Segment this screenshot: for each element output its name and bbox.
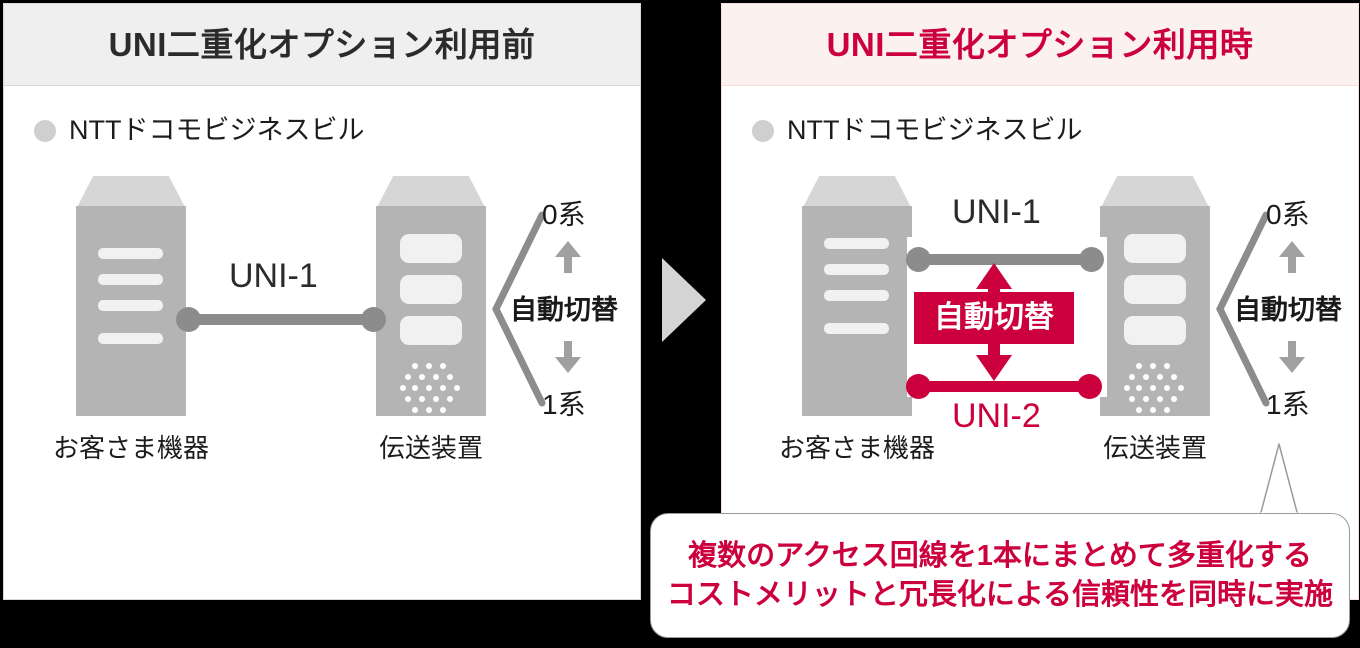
link-endpoint-right xyxy=(361,307,386,332)
panel-before-body: NTTドコモビジネスビル お客さま機器 xyxy=(4,87,640,599)
link-endpoint-left xyxy=(906,247,931,272)
panel-before-header: UNI二重化オプション利用前 xyxy=(4,4,640,86)
device-slot xyxy=(1124,316,1186,345)
panel-before: UNI二重化オプション利用前 NTTドコモビジネスビル お客さま機器 xyxy=(3,3,641,600)
building-label-before: NTTドコモビジネスビル xyxy=(34,117,364,144)
callout-line-2: コストメリットと冗長化による信頼性を同時に実施 xyxy=(666,578,1334,611)
bullet-dot-icon xyxy=(34,119,56,142)
device-slot xyxy=(400,234,462,263)
switch-label-system1: 1系 xyxy=(1266,389,1310,420)
building-label-after: NTTドコモビジネスビル xyxy=(752,117,1082,144)
callout-line-1: 複数のアクセス回線を1本にまとめて多重化する xyxy=(688,539,1312,572)
device-vent-dots-icon xyxy=(1124,363,1186,413)
device-caption-transmission-after: 伝送装置 xyxy=(1102,433,1207,463)
device-body xyxy=(76,206,186,416)
link-endpoint-right xyxy=(1079,247,1104,272)
callout-box: 複数のアクセス回線を1本にまとめて多重化する コストメリットと冗長化による信頼性… xyxy=(650,513,1350,638)
building-label-text: NTTドコモビジネスビル xyxy=(69,115,365,145)
device-caption-transmission-before: 伝送装置 xyxy=(378,433,483,463)
panel-after: UNI二重化オプション利用時 NTTドコモビジネスビル お客さま機器 xyxy=(721,3,1359,600)
device-customer-equipment-after xyxy=(802,176,912,416)
switch-bracket-icon xyxy=(492,211,581,407)
device-slot xyxy=(1124,234,1186,263)
device-customer-equipment-before xyxy=(76,176,186,416)
device-slot xyxy=(98,300,163,311)
link-label-uni1-after: UNI-1 xyxy=(952,193,1041,231)
panel-after-body: NTTドコモビジネスビル お客さま機器 xyxy=(722,87,1358,599)
device-top-face-icon xyxy=(803,176,911,207)
device-slot xyxy=(400,316,462,345)
panel-after-header: UNI二重化オプション利用時 xyxy=(722,4,1358,86)
device-slot xyxy=(1124,275,1186,304)
device-transmission-equipment-before xyxy=(376,176,486,416)
bullet-dot-icon xyxy=(752,119,774,142)
callout-tail-icon xyxy=(1259,443,1299,520)
device-top-face-icon xyxy=(377,176,485,207)
panel-before-title: UNI二重化オプション利用前 xyxy=(108,26,536,63)
switch-label-auto: 自動切替 xyxy=(1234,295,1342,325)
device-slot xyxy=(98,274,163,285)
switch-bracket-icon xyxy=(1216,211,1305,407)
auto-switch-badge: 自動切替 xyxy=(914,292,1074,344)
link-uni1-before xyxy=(184,314,380,325)
auto-switch-badge-label: 自動切替 xyxy=(934,301,1054,334)
device-slot xyxy=(824,290,889,301)
link-endpoint-right xyxy=(1077,374,1102,399)
device-slot xyxy=(98,248,163,259)
link-endpoint-left xyxy=(176,307,201,332)
device-transmission-equipment-after xyxy=(1100,176,1210,416)
device-slot xyxy=(824,238,889,249)
device-slot xyxy=(400,275,462,304)
device-slot xyxy=(98,333,163,344)
device-caption-customer-after: お客さま機器 xyxy=(778,433,935,463)
link-label-uni1-before: UNI-1 xyxy=(229,257,318,295)
device-slot xyxy=(824,264,889,275)
device-vent-dots-icon xyxy=(400,363,462,413)
switch-annotation-after: 0系 自動切替 1系 xyxy=(1208,201,1360,419)
device-top-face-icon xyxy=(77,176,185,207)
panel-after-title: UNI二重化オプション利用時 xyxy=(826,26,1254,63)
switch-label-system0: 0系 xyxy=(1266,199,1310,230)
switch-label-system1: 1系 xyxy=(542,389,586,420)
link-endpoint-left xyxy=(906,374,931,399)
switch-label-auto: 自動切替 xyxy=(510,295,618,325)
switch-label-system0: 0系 xyxy=(542,199,586,230)
switch-annotation-before: 0系 自動切替 1系 xyxy=(484,201,644,419)
device-caption-customer-before: お客さま機器 xyxy=(52,433,209,463)
device-top-face-icon xyxy=(1101,176,1209,207)
building-label-text: NTTドコモビジネスビル xyxy=(787,115,1083,145)
link-uni2-after xyxy=(914,381,1098,392)
transition-arrow-icon xyxy=(662,258,706,342)
link-label-uni2-after: UNI-2 xyxy=(952,397,1041,435)
device-slot xyxy=(824,323,889,334)
link-uni1-after xyxy=(914,254,1100,265)
